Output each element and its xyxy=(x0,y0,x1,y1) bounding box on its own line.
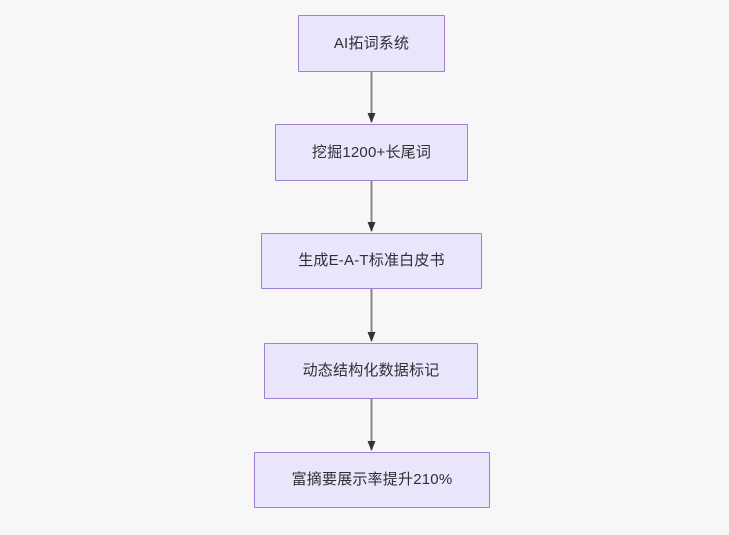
flow-node-label: 生成E-A-T标准白皮书 xyxy=(298,252,445,269)
flow-node-mine-longtail-keywords[interactable]: 挖掘1200+长尾词 xyxy=(275,124,468,181)
flow-node-label: AI拓词系统 xyxy=(333,34,410,52)
flow-node-label: 动态结构化数据标记 xyxy=(302,362,440,379)
flow-node-generate-eat-whitepaper[interactable]: 生成E-A-T标准白皮书 xyxy=(261,233,482,289)
flow-node-dynamic-structured-data-markup[interactable]: 动态结构化数据标记 xyxy=(264,343,478,399)
flow-node-ai-keyword-system[interactable]: AI拓词系统 xyxy=(298,15,445,72)
flow-node-label: 挖掘1200+长尾词 xyxy=(311,143,432,161)
flow-node-label: 富摘要展示率提升210% xyxy=(291,471,453,488)
flow-node-rich-snippet-impression-uplift[interactable]: 富摘要展示率提升210% xyxy=(254,452,490,508)
